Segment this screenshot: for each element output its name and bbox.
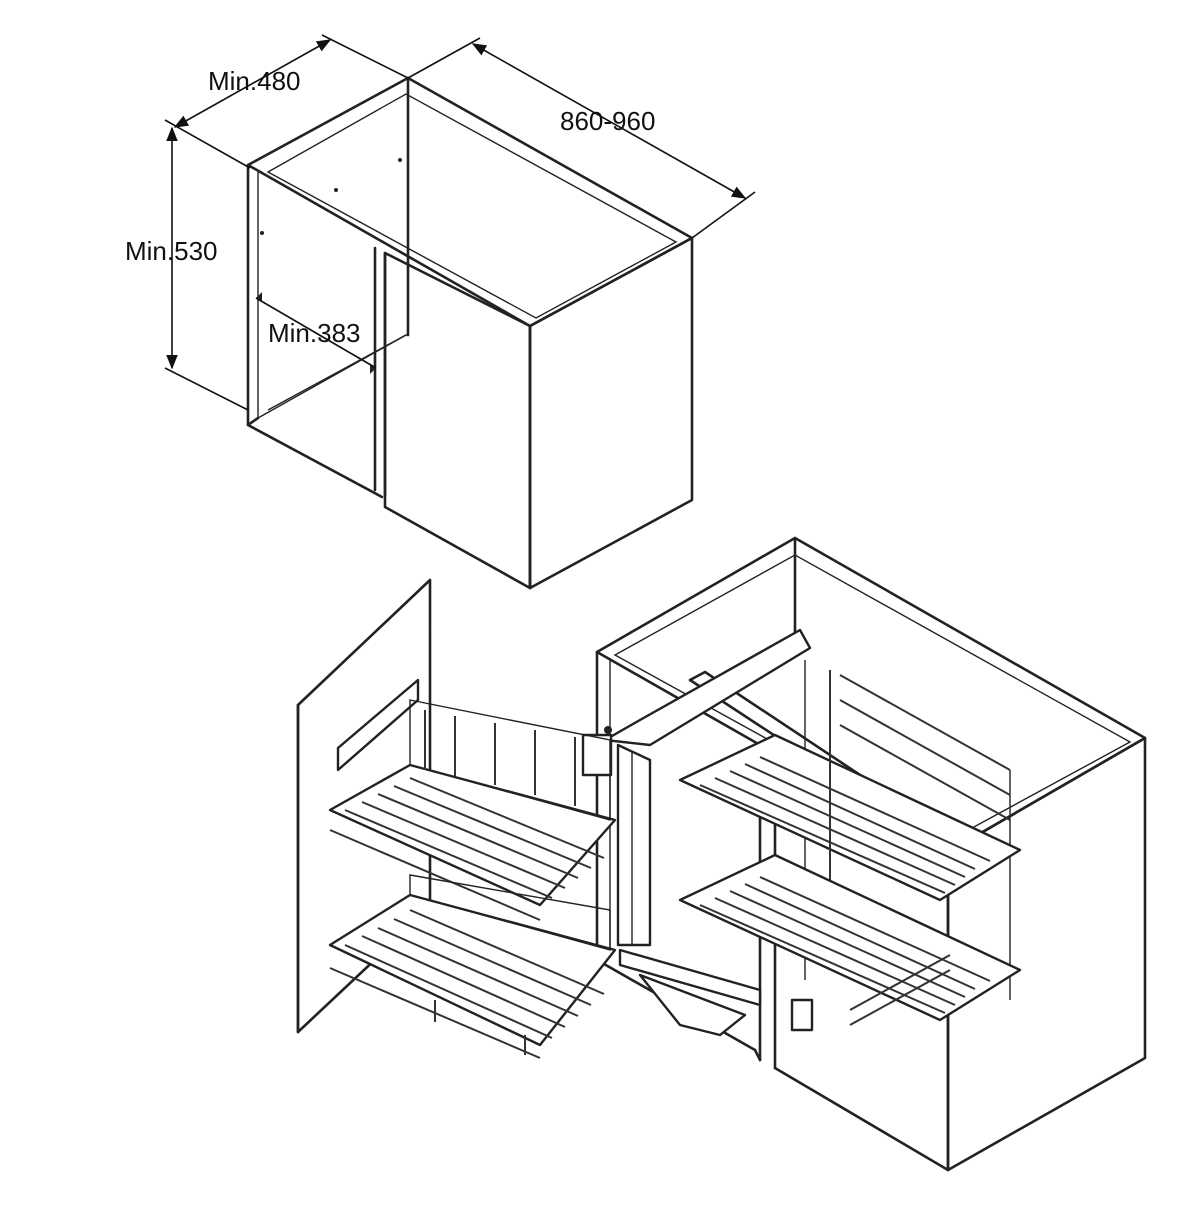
front-basket-top [328, 699, 617, 921]
door-panel [296, 578, 432, 1034]
dimension-depth-label: Min.480 [208, 66, 301, 96]
dimension-width-label: 860-960 [560, 106, 655, 136]
dimension-height-label: Min.530 [125, 236, 218, 266]
front-basket-bottom [328, 874, 617, 1059]
cabinet-outline-top [246, 76, 694, 590]
pull-out-mechanism [581, 628, 814, 1037]
rear-basket-top [678, 670, 1022, 902]
dimension-opening-label: Min.383 [268, 318, 361, 348]
rear-basket-bottom [678, 853, 1022, 1026]
dimension-lines [164, 34, 756, 411]
